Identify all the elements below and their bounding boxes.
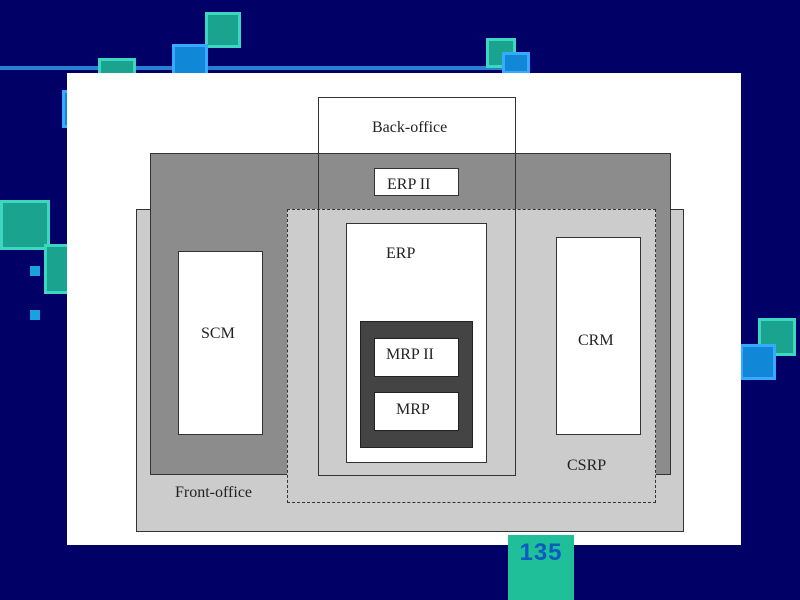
- front-office-label: Front-office: [175, 484, 253, 501]
- decor-square: [0, 200, 50, 250]
- erp-label: ERP: [386, 245, 416, 262]
- decor-square: [205, 12, 241, 48]
- crm-box: [556, 237, 641, 435]
- mrp-label: MRP: [396, 401, 430, 418]
- mrp2-label: MRP II: [386, 346, 434, 363]
- back-office-label: Back-office: [372, 119, 448, 136]
- mrp2-box: [374, 338, 459, 377]
- page-number-badge: 135: [508, 535, 574, 600]
- csrp-label: CSRP: [567, 457, 607, 474]
- decor-line: [0, 66, 520, 70]
- back-office-outline: [318, 97, 516, 476]
- decor-square: [502, 52, 530, 74]
- decor-square: [30, 266, 40, 276]
- crm-label: CRM: [578, 332, 614, 349]
- erp2-box: [374, 168, 459, 196]
- erp2-label: ERP II: [387, 176, 431, 193]
- scm-box: [178, 251, 263, 435]
- mrp-box: [374, 392, 459, 431]
- decor-square: [758, 318, 796, 356]
- decor-square: [740, 344, 776, 380]
- scm-label: SCM: [201, 325, 235, 342]
- decor-square: [30, 310, 40, 320]
- diagram-panel: Back-office ERP II SCM ERP MRP II MRP CR…: [67, 73, 741, 545]
